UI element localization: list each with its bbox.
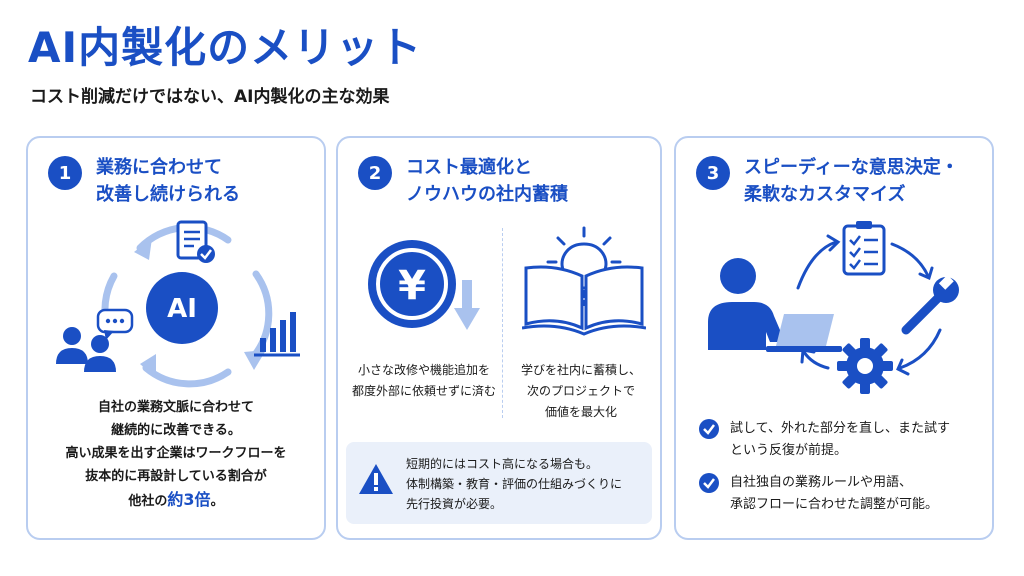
warning-line: 先行投資が必要。 [406, 497, 503, 511]
card-title-line: コスト最適化と [406, 157, 532, 178]
lightbulb-book-icon [522, 226, 646, 336]
check-circle-icon [699, 419, 719, 439]
left-column-text: 小さな改修や機能追加を 都度外部に依頼せずに済む [344, 360, 504, 402]
body-line: 自社の業務文脈に合わせて [97, 400, 254, 415]
warning-line: 体制構築・教育・評価の仕組みづくりに [406, 477, 623, 491]
column-divider [502, 228, 503, 418]
check-item: 試して、外れた部分を直し、また試す という反復が前提。 [698, 418, 950, 462]
card-title-line: ノウハウの社内蓄積 [406, 184, 568, 205]
check-line: 承認フローに合わせた調整が可能。 [730, 497, 939, 512]
yen-down-icon: ¥ [368, 240, 480, 330]
document-check-icon [176, 220, 215, 263]
check-text: 試して、外れた部分を直し、また試す という反復が前提。 [730, 418, 950, 462]
right-column-text: 学びを社内に蓄積し、 次のプロジェクトで 価値を最大化 [506, 360, 656, 423]
body-suffix: 。 [210, 494, 224, 509]
iteration-illustration [708, 221, 959, 394]
card-speed-customization: 3 スピーディーな意思決定・ 柔軟なカスタマイズ [674, 136, 994, 540]
check-text: 自社独自の業務ルールや用語、 承認フローに合わせた調整が可能。 [730, 472, 938, 516]
text-line: 都度外部に依頼せずに済む [351, 384, 496, 398]
text-line: 次のプロジェクトで [526, 384, 635, 398]
card-number-badge: 1 [48, 156, 82, 190]
card-header: 3 スピーディーな意思決定・ 柔軟なカスタマイズ [696, 154, 959, 208]
body-prefix: 他社の [128, 494, 168, 509]
warning-text: 短期的にはコスト高になる場合も。 体制構築・教育・評価の仕組みづくりに 先行投資… [406, 454, 622, 514]
gear-icon [837, 338, 893, 394]
card-cost-knowhow: 2 コスト最適化と ノウハウの社内蓄積 ¥ 小さな改修や機能追加を 都度外部に依… [336, 136, 662, 540]
card-body: 自社の業務文脈に合わせて 継続的に改善できる。 高い成果を出す企業はワークフロー… [28, 396, 324, 513]
check-line: 試して、外れた部分を直し、また試す [730, 421, 950, 436]
card-title: コスト最適化と ノウハウの社内蓄積 [406, 154, 568, 208]
card-title-line: スピーディーな意思決定・ [744, 157, 959, 178]
checklist-icon [842, 221, 886, 276]
card-number-badge: 2 [358, 156, 392, 190]
bar-chart-icon [254, 312, 300, 357]
text-line: 小さな改修や機能追加を [357, 363, 490, 377]
card-title: スピーディーな意思決定・ 柔軟なカスタマイズ [744, 154, 959, 208]
warning-line: 短期的にはコスト高になる場合も。 [406, 457, 599, 471]
body-line: 他社の約3倍。 [28, 488, 324, 513]
card-header: 1 業務に合わせて 改善し続けられる [48, 154, 240, 208]
card-title-line: 改善し続けられる [96, 184, 240, 205]
wrench-icon [901, 274, 959, 335]
ai-core: AI [146, 272, 218, 344]
card-continuous-improvement: 1 業務に合わせて 改善し続けられる AI [26, 136, 326, 540]
card-title: 業務に合わせて 改善し続けられる [96, 154, 240, 208]
card-header: 2 コスト最適化と ノウハウの社内蓄積 [358, 154, 568, 208]
check-line: 自社独自の業務ルールや用語、 [730, 475, 913, 490]
page-title: AI内製化のメリット [28, 23, 423, 72]
yen-symbol: ¥ [398, 263, 426, 309]
warning-icon [359, 464, 393, 494]
body-line: 高い成果を出す企業はワークフローを [65, 446, 287, 461]
card-title-line: 業務に合わせて [96, 157, 222, 178]
check-item: 自社独自の業務ルールや用語、 承認フローに合わせた調整が可能。 [698, 472, 938, 516]
text-line: 学びを社内に蓄積し、 [520, 363, 641, 377]
cycle-arrows-icon [796, 234, 942, 376]
check-circle-icon [699, 473, 719, 493]
highlight-value: 約3倍 [167, 490, 211, 509]
person-laptop-icon [708, 258, 842, 352]
page-subtitle: コスト削減だけではない、AI内製化の主な効果 [30, 87, 390, 107]
users-chat-icon [56, 308, 134, 372]
body-line: 抜本的に再設計している割合が [85, 469, 267, 484]
card-title-line: 柔軟なカスタマイズ [744, 184, 906, 205]
warning-box: 短期的にはコスト高になる場合も。 体制構築・教育・評価の仕組みづくりに 先行投資… [346, 442, 652, 524]
card-number-badge: 3 [696, 156, 730, 190]
ai-core-label: AI [167, 294, 197, 324]
check-line: という反復が前提。 [730, 443, 848, 458]
body-line: 継続的に改善できる。 [111, 423, 241, 438]
text-line: 価値を最大化 [544, 405, 617, 419]
improvement-cycle-illustration: AI [56, 220, 300, 388]
